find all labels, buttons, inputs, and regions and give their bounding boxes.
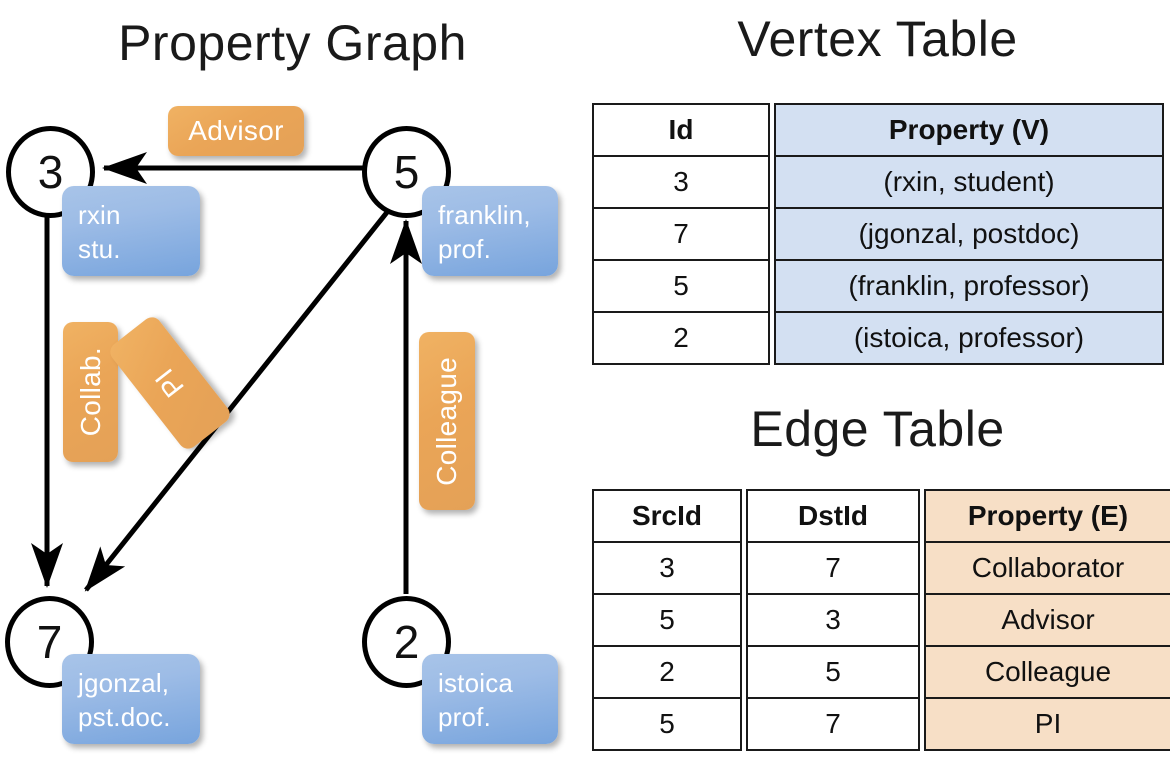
graph-node-5[interactable]: 5 [362,126,451,218]
vertex-table-column-id: Id 3 7 5 2 [592,103,770,365]
edge-label-advisor-text: Advisor [188,115,284,146]
table-row: 7 [592,207,770,261]
vertex-label-jgonzal-line2: pst.doc. [78,702,171,732]
graph-edges-svg [31,152,422,594]
graph-node-2[interactable]: 2 [362,596,451,688]
graph-node-7-id: 7 [36,616,63,668]
page-title-edge-table: Edge Table [750,401,1005,457]
vertex-table-header-id: Id [592,103,770,157]
edge-table-header-dstid: DstId [746,489,920,543]
table-row: (istoica, professor) [774,311,1164,365]
table-row: Colleague [924,645,1170,699]
vertex-label-jgonzal: jgonzal, pst.doc. [62,654,200,744]
table-row: Collaborator [924,541,1170,595]
edge-label-colleague: Colleague [419,332,475,510]
table-row: 3 [592,155,770,209]
table-row: 3 [592,541,742,595]
edge-label-pi-text: PI [149,363,191,404]
table-row: 2 [592,645,742,699]
table-row: 7 [746,541,920,595]
table-row: (rxin, student) [774,155,1164,209]
table-row: 3 [746,593,920,647]
vertex-label-rxin-line1: rxin [78,200,121,230]
table-row: (franklin, professor) [774,259,1164,313]
vertex-label-franklin: franklin, prof. [422,186,558,276]
vertex-label-istoica-line2: prof. [438,702,492,732]
edge-label-collab-text: Collab. [74,347,106,437]
vertex-table: Id 3 7 5 2 Property (V) (rxin, student) … [592,103,1164,365]
table-row: 5 [592,593,742,647]
graph-node-5-id: 5 [393,146,420,198]
edge-table-column-srcid: SrcId 3 5 2 5 [592,489,742,751]
edge-table-column-property: Property (E) Collaborator Advisor Collea… [924,489,1170,751]
table-row: 5 [746,645,920,699]
vertex-label-rxin-line2: stu. [78,234,121,264]
vertex-label-istoica: istoica prof. [422,654,558,744]
vertex-label-istoica-line1: istoica [438,668,514,698]
vertex-label-franklin-line1: franklin, [438,200,531,230]
property-graph-canvas: 3 5 7 2 rxin stu. franklin, prof. jgonza… [5,106,558,744]
graph-node-3-id: 3 [37,146,64,198]
edge-table: SrcId 3 5 2 5 DstId 7 3 5 7 Property (E)… [592,489,1170,751]
edge-table-header-srcid: SrcId [592,489,742,543]
table-row: 7 [746,697,920,751]
table-row: (jgonzal, postdoc) [774,207,1164,261]
vertex-table-header-property: Property (V) [774,103,1164,157]
table-row: 5 [592,697,742,751]
page-title-vertex-table: Vertex Table [737,11,1018,67]
vertex-table-column-property: Property (V) (rxin, student) (jgonzal, p… [774,103,1164,365]
edge-label-collab: Collab. [63,322,118,462]
table-row: 5 [592,259,770,313]
vertex-label-jgonzal-line1: jgonzal, [78,668,170,698]
vertex-label-rxin: rxin stu. [62,186,200,276]
edge-table-column-dstid: DstId 7 3 5 7 [746,489,920,751]
vertex-label-franklin-line2: prof. [438,234,492,264]
edge-5-to-7 [84,204,394,592]
table-row: 2 [592,311,770,365]
edge-label-advisor: Advisor [168,106,304,156]
edge-table-header-property: Property (E) [924,489,1170,543]
page-title-property-graph: Property Graph [118,15,467,71]
edge-label-colleague-text: Colleague [431,356,462,486]
table-row: Advisor [924,593,1170,647]
graph-node-2-id: 2 [393,616,420,668]
table-row: PI [924,697,1170,751]
